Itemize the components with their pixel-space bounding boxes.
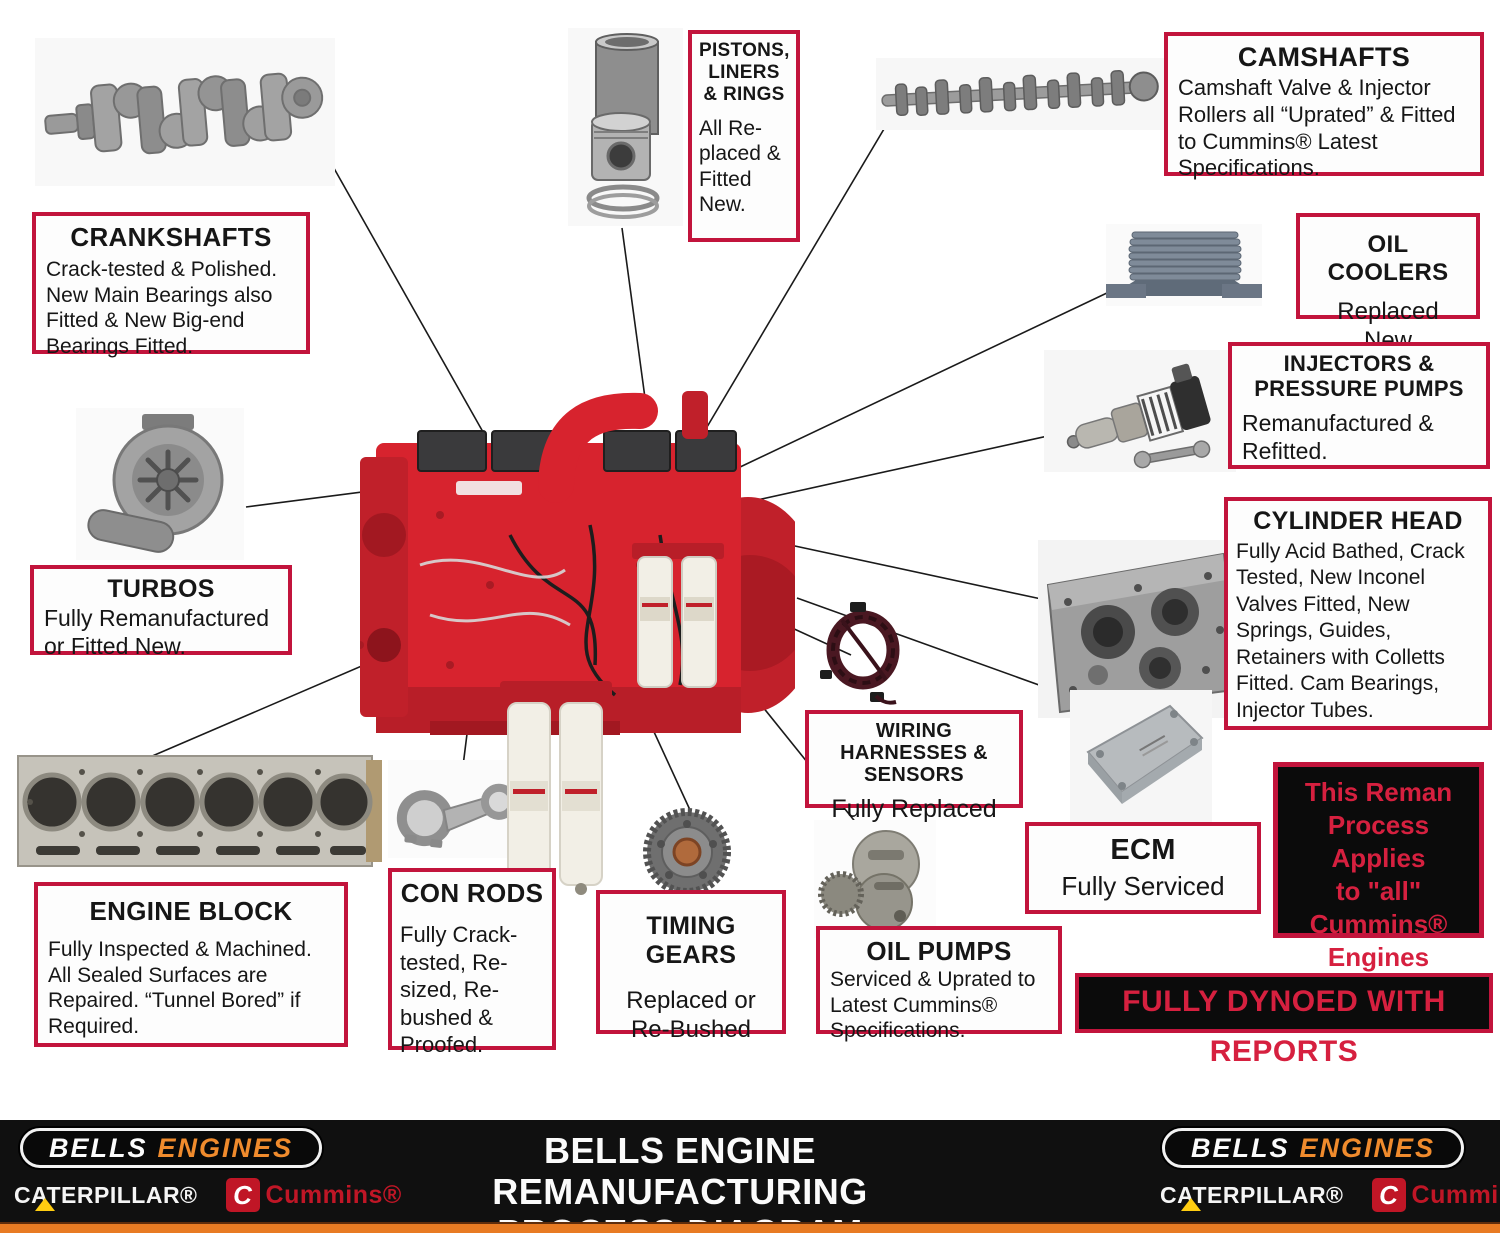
- callout-ecm: ECM Fully Serviced: [1025, 822, 1261, 914]
- callout-engine-block: ENGINE BLOCK Fully Inspected & Machined.…: [34, 882, 348, 1047]
- callout-title: CON RODS: [400, 878, 544, 908]
- injector-image: [1044, 350, 1236, 472]
- piston-liner-rings-image: [568, 28, 683, 226]
- cummins-logo: C Cummins®: [1371, 1178, 1500, 1212]
- callout-title: OIL COOLERS: [1327, 231, 1449, 286]
- callout-body: Crack-tested & Polished. New Main Bearin…: [46, 258, 278, 358]
- callout-body: All Re-placed & Fitted New.: [699, 116, 781, 217]
- callout-camshafts: CAMSHAFTS Camshaft Valve & Injector Roll…: [1164, 32, 1484, 180]
- footer-title-line1: BELLS ENGINE REMANUFACTURING: [492, 1130, 868, 1212]
- crankshaft-image: [35, 38, 335, 186]
- cummins-label: Cummins®: [1411, 1180, 1500, 1209]
- callout-body: Replaced or Re-Bushed: [626, 987, 756, 1044]
- callout-body: Fully Remanufactured or Fitted New.: [44, 605, 269, 660]
- callout-title: TIMING GEARS: [645, 912, 737, 969]
- callout-title: CRANKSHAFTS: [70, 222, 272, 252]
- timing-gear-image: [636, 806, 738, 898]
- callout-title: CYLINDER HEAD: [1253, 507, 1463, 535]
- oil-pump-image: [814, 820, 936, 938]
- callout-title: WIRING HARNESSES & SENSORS: [840, 720, 988, 786]
- callout-timing-gears: TIMING GEARS Replaced or Re-Bushed: [596, 890, 786, 1043]
- ecm-image: [1070, 690, 1212, 828]
- callout-title: ECM: [1110, 834, 1176, 866]
- cummins-logo: C Cummins®: [225, 1178, 402, 1212]
- callout-cylinder-head: CYLINDER HEAD Fully Acid Bathed, Crack T…: [1224, 497, 1492, 730]
- brand-engines-text: ENGINES: [1299, 1132, 1436, 1163]
- brand-bells-text: BELLS: [48, 1132, 148, 1163]
- callout-body: Remanufactured & Refitted.: [1242, 410, 1434, 465]
- caterpillar-logo: CATERPILLAR®: [1160, 1182, 1344, 1211]
- camshaft-image: [876, 58, 1164, 130]
- turbo-image: [76, 408, 244, 560]
- callout-turbos: TURBOS Fully Remanufactured or Fitted Ne…: [30, 565, 292, 659]
- callout-title: TURBOS: [107, 575, 215, 603]
- dyno-note-banner: FULLY DYNOED WITH REPORTS: [1075, 973, 1493, 1068]
- callout-title: OIL PUMPS: [866, 936, 1012, 966]
- callout-title: PISTONS, LINERS & RINGS: [699, 40, 790, 105]
- callout-body: Camshaft Valve & Injector Rollers all “U…: [1178, 75, 1456, 181]
- callout-wiring-harnesses: WIRING HARNESSES & SENSORS Fully Replace…: [805, 710, 1023, 823]
- oil-cooler-image: [1106, 224, 1262, 306]
- caterpillar-logo: CATERPILLAR®: [14, 1182, 198, 1211]
- engine-image: [360, 385, 795, 950]
- cylinder-head-image: [1038, 540, 1240, 718]
- brand-engines-text: ENGINES: [157, 1132, 294, 1163]
- callout-title: CAMSHAFTS: [1237, 42, 1411, 72]
- callout-title: INJECTORS & PRESSURE PUMPS: [1254, 351, 1464, 401]
- callout-injectors-pressure-pumps: INJECTORS & PRESSURE PUMPS Remanufacture…: [1228, 342, 1490, 469]
- callout-body: Fully Acid Bathed, Crack Tested, New Inc…: [1236, 540, 1465, 722]
- cummins-c-icon: C: [225, 1178, 260, 1212]
- callout-body: Fully Replaced: [831, 795, 997, 823]
- brand-bells-text: BELLS: [1190, 1132, 1290, 1163]
- callout-body: Fully Serviced: [1061, 871, 1225, 901]
- caterpillar-triangle-icon: [1181, 1197, 1201, 1211]
- caterpillar-triangle-icon: [35, 1197, 55, 1211]
- callout-body: Fully Crack-tested, Re-sized, Re-bushed …: [400, 922, 518, 1057]
- bells-engines-logo: BELLS ENGINES: [20, 1128, 322, 1168]
- callout-pistons-liners-rings: PISTONS, LINERS & RINGS All Re-placed & …: [688, 30, 800, 242]
- reman-note-banner: This Reman Process Applies to "all" Cumm…: [1273, 762, 1484, 972]
- callout-title: ENGINE BLOCK: [89, 896, 293, 926]
- callout-oil-coolers: OIL COOLERS Replaced New: [1296, 213, 1480, 354]
- bells-engines-logo: BELLS ENGINES: [1162, 1128, 1464, 1168]
- oem-logos-right: CATERPILLAR® C Cummins®: [1160, 1177, 1500, 1213]
- footer-bar: BELLS ENGINES CATERPILLAR® C Cummins® BE…: [0, 1120, 1500, 1233]
- footer-orange-stripe: [0, 1222, 1500, 1233]
- callout-oil-pumps: OIL PUMPS Serviced & Uprated to Latest C…: [816, 926, 1062, 1042]
- cummins-label: Cummins®: [265, 1180, 402, 1209]
- oem-logos-left: CATERPILLAR® C Cummins®: [14, 1177, 402, 1213]
- footer-title: BELLS ENGINE REMANUFACTURING PROCESS DIA…: [400, 1130, 960, 1233]
- cummins-c-icon: C: [1371, 1178, 1406, 1212]
- callout-crankshafts: CRANKSHAFTS Crack-tested & Polished. New…: [32, 212, 310, 358]
- callout-body: Fully Inspected & Machined. All Sealed S…: [48, 938, 312, 1038]
- callout-con-rods: CON RODS Fully Crack-tested, Re-sized, R…: [388, 868, 556, 1057]
- callout-body: Serviced & Uprated to Latest Cummins® Sp…: [830, 968, 1036, 1043]
- engine-block-image: [14, 750, 386, 872]
- wiring-harness-image: [812, 600, 914, 708]
